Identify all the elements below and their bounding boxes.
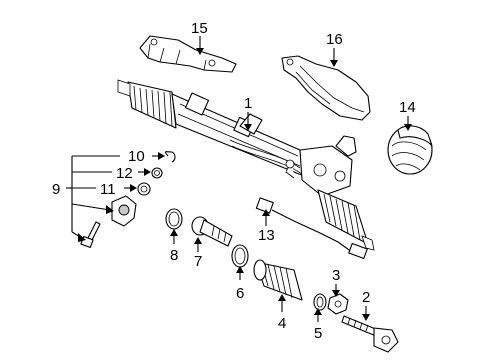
callout-15: 15	[191, 20, 208, 37]
leader-lines	[66, 36, 412, 322]
bolt	[80, 221, 101, 249]
seal-11	[137, 182, 151, 196]
snap-ring-10	[164, 151, 176, 163]
callout-13: 13	[258, 227, 275, 244]
heat-shield-right	[281, 55, 371, 121]
callout-1: 1	[244, 95, 252, 112]
callout-14: 14	[399, 99, 416, 116]
callout-11: 11	[100, 181, 116, 198]
o-ring-12	[151, 167, 163, 179]
heat-shield-left	[139, 35, 237, 73]
callout-6: 6	[236, 285, 244, 302]
callout-labels: 15 16 14 1 10 12 11 9 13 8 7 6 4 5 3 2	[52, 20, 416, 342]
nut-3	[327, 293, 349, 315]
callout-2: 2	[362, 289, 370, 306]
sensor-13	[255, 197, 368, 259]
steering-rack-assembly	[117, 79, 375, 251]
callout-10: 10	[128, 148, 145, 165]
ring-8	[165, 208, 183, 230]
callout-12: 12	[116, 165, 133, 182]
mounting-bracket	[111, 195, 137, 227]
tie-rod-end-2	[341, 315, 399, 353]
callout-7: 7	[194, 253, 202, 270]
boot-14	[387, 125, 433, 175]
callout-4: 4	[278, 315, 286, 332]
inner-tie-rod-7	[191, 216, 233, 247]
callout-16: 16	[326, 31, 343, 48]
callout-8: 8	[170, 247, 178, 264]
bellows-boot-4	[253, 259, 303, 301]
callout-9: 9	[52, 181, 60, 198]
clamp-5	[313, 293, 327, 311]
clamp-6	[231, 244, 249, 268]
callout-3: 3	[332, 267, 340, 284]
callout-5: 5	[314, 325, 322, 342]
